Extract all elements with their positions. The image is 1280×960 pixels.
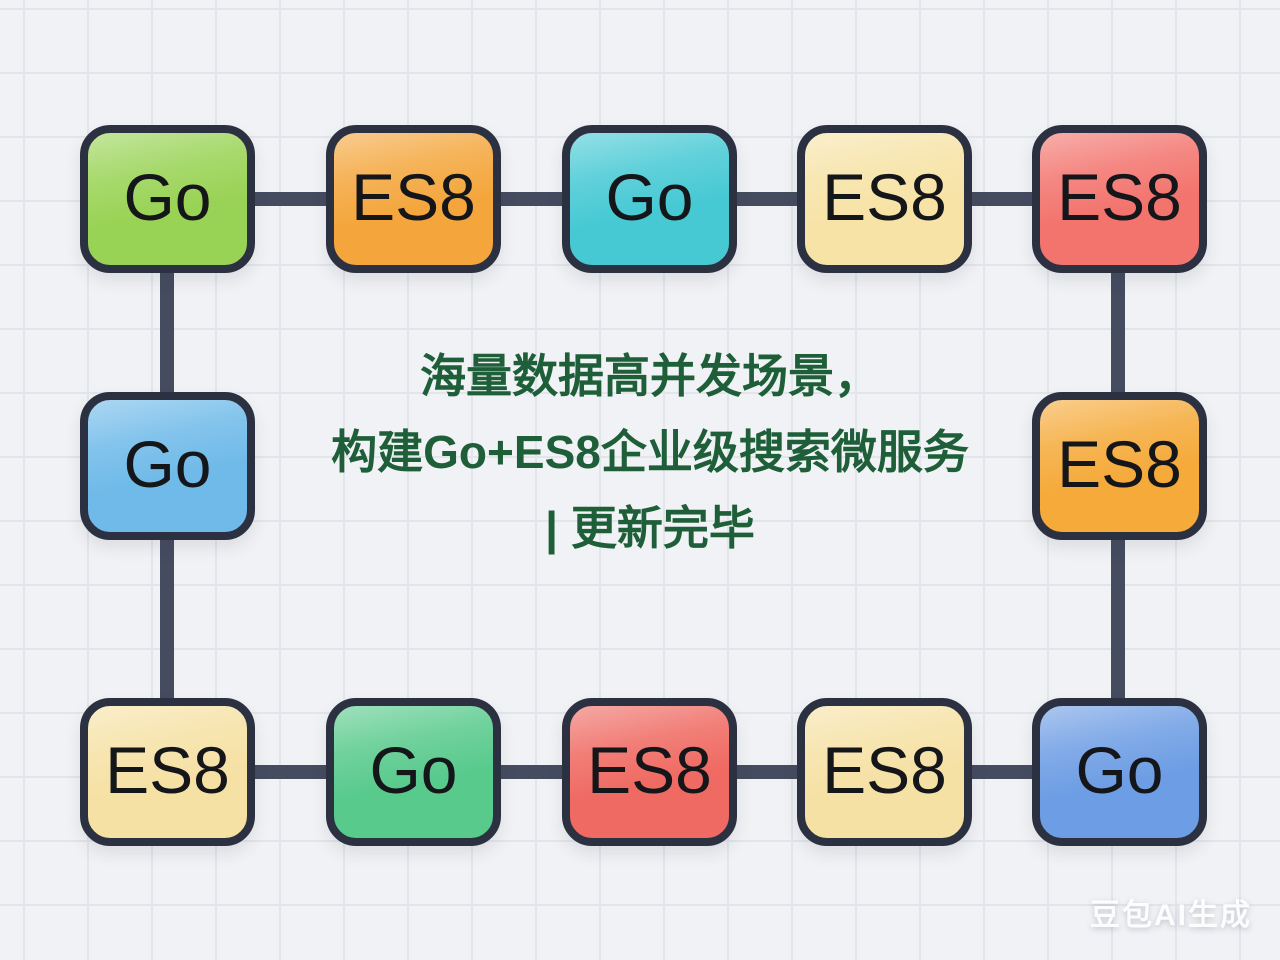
node-label: ES8	[587, 733, 712, 807]
node-mid-right-es8: ES8	[1032, 392, 1207, 540]
node-label: ES8	[822, 160, 947, 234]
node-label: ES8	[822, 733, 947, 807]
node-bottom-4-es8: ES8	[797, 698, 972, 846]
node-label: Go	[369, 733, 458, 807]
connector	[1111, 534, 1125, 704]
node-top-4-es8: ES8	[797, 125, 972, 273]
node-mid-left-go: Go	[80, 392, 255, 540]
node-bottom-3-es8: ES8	[562, 698, 737, 846]
connector	[160, 266, 174, 398]
node-label: Go	[605, 160, 694, 234]
node-bottom-1-es8: ES8	[80, 698, 255, 846]
connector	[251, 765, 330, 779]
caption-line-3: | 更新完毕	[545, 502, 755, 554]
node-bottom-5-go: Go	[1032, 698, 1207, 846]
node-label: Go	[123, 160, 212, 234]
node-label: ES8	[351, 160, 476, 234]
connector	[733, 765, 801, 779]
connector	[497, 765, 566, 779]
connector	[968, 765, 1036, 779]
node-label: Go	[123, 427, 212, 501]
node-bottom-2-go: Go	[326, 698, 501, 846]
caption: 海量数据高并发场景， 构建Go+ES8企业级搜索微服务 | 更新完毕	[200, 338, 1100, 566]
node-top-1-go: Go	[80, 125, 255, 273]
connector	[251, 192, 330, 206]
node-label: ES8	[105, 733, 230, 807]
node-top-2-es8: ES8	[326, 125, 501, 273]
connector	[1111, 266, 1125, 398]
node-label: Go	[1075, 733, 1164, 807]
connector	[733, 192, 801, 206]
caption-line-2: 构建Go+ES8企业级搜索微服务	[331, 426, 969, 478]
node-label: ES8	[1057, 160, 1182, 234]
watermark-doubao-ai: 豆包AI生成	[1090, 899, 1252, 932]
caption-line-1: 海量数据高并发场景，	[420, 350, 880, 402]
node-top-3-go: Go	[562, 125, 737, 273]
connector	[497, 192, 566, 206]
node-label: ES8	[1057, 427, 1182, 501]
node-top-5-es8: ES8	[1032, 125, 1207, 273]
connector	[160, 534, 174, 704]
connector	[968, 192, 1036, 206]
